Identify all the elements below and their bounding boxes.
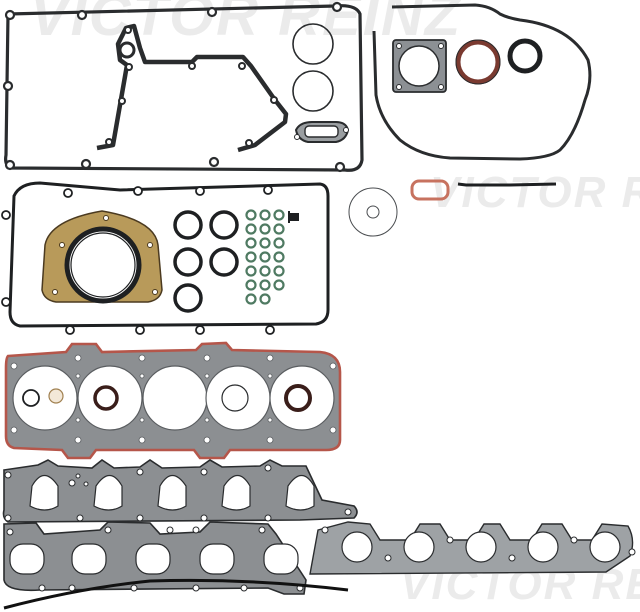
timing-cover-rubber-seal [372, 3, 592, 161]
valve-stem-seal [259, 209, 271, 221]
plug-icon [288, 211, 299, 223]
valve-stem-seal [245, 265, 257, 277]
valve-stem-seal [245, 223, 257, 235]
valve-stem-seal [259, 223, 271, 235]
valve-stem-seal [259, 251, 271, 263]
cylinder-head-gasket [4, 341, 342, 460]
valve-stem-seal [273, 237, 285, 249]
square-flange-gasket [392, 39, 447, 93]
valve-stem-seals [245, 209, 285, 305]
valve-stem-seal [273, 223, 285, 235]
valve-stem-seal [259, 279, 271, 291]
exhaust-manifold-gasket-b [309, 521, 636, 575]
rear-main-seal [41, 210, 163, 304]
valve-stem-seal [245, 251, 257, 263]
valve-stem-seal [273, 265, 285, 277]
valve-stem-seal [245, 237, 257, 249]
valve-stem-seal [259, 265, 271, 277]
medium-o-rings [173, 210, 239, 313]
washer-disc [348, 187, 398, 237]
oval-gasket [410, 179, 450, 201]
rubber-cord-seal [3, 578, 349, 610]
valve-stem-seal [273, 279, 285, 291]
camshaft-seal [507, 38, 543, 74]
valve-stem-seal [245, 293, 257, 305]
valve-stem-seal [273, 209, 285, 221]
bore-seals [22, 384, 312, 412]
valve-stem-seal [273, 251, 285, 263]
timing-cover-gasket [96, 23, 289, 153]
oil-pan-gasket [1, 181, 330, 335]
valve-stem-seal [259, 293, 271, 305]
valve-stem-seal [245, 209, 257, 221]
valve-stem-seal [259, 237, 271, 249]
strip-seal [457, 182, 557, 187]
exhaust-manifold-gasket-a [3, 521, 307, 595]
valve-cover-gasket [2, 1, 364, 173]
valve-stem-seal [245, 279, 257, 291]
intake-manifold-gasket [2, 459, 358, 523]
large-o-rings [292, 23, 334, 112]
front-crankshaft-seal [455, 39, 501, 85]
small-flange-gasket [294, 121, 350, 143]
